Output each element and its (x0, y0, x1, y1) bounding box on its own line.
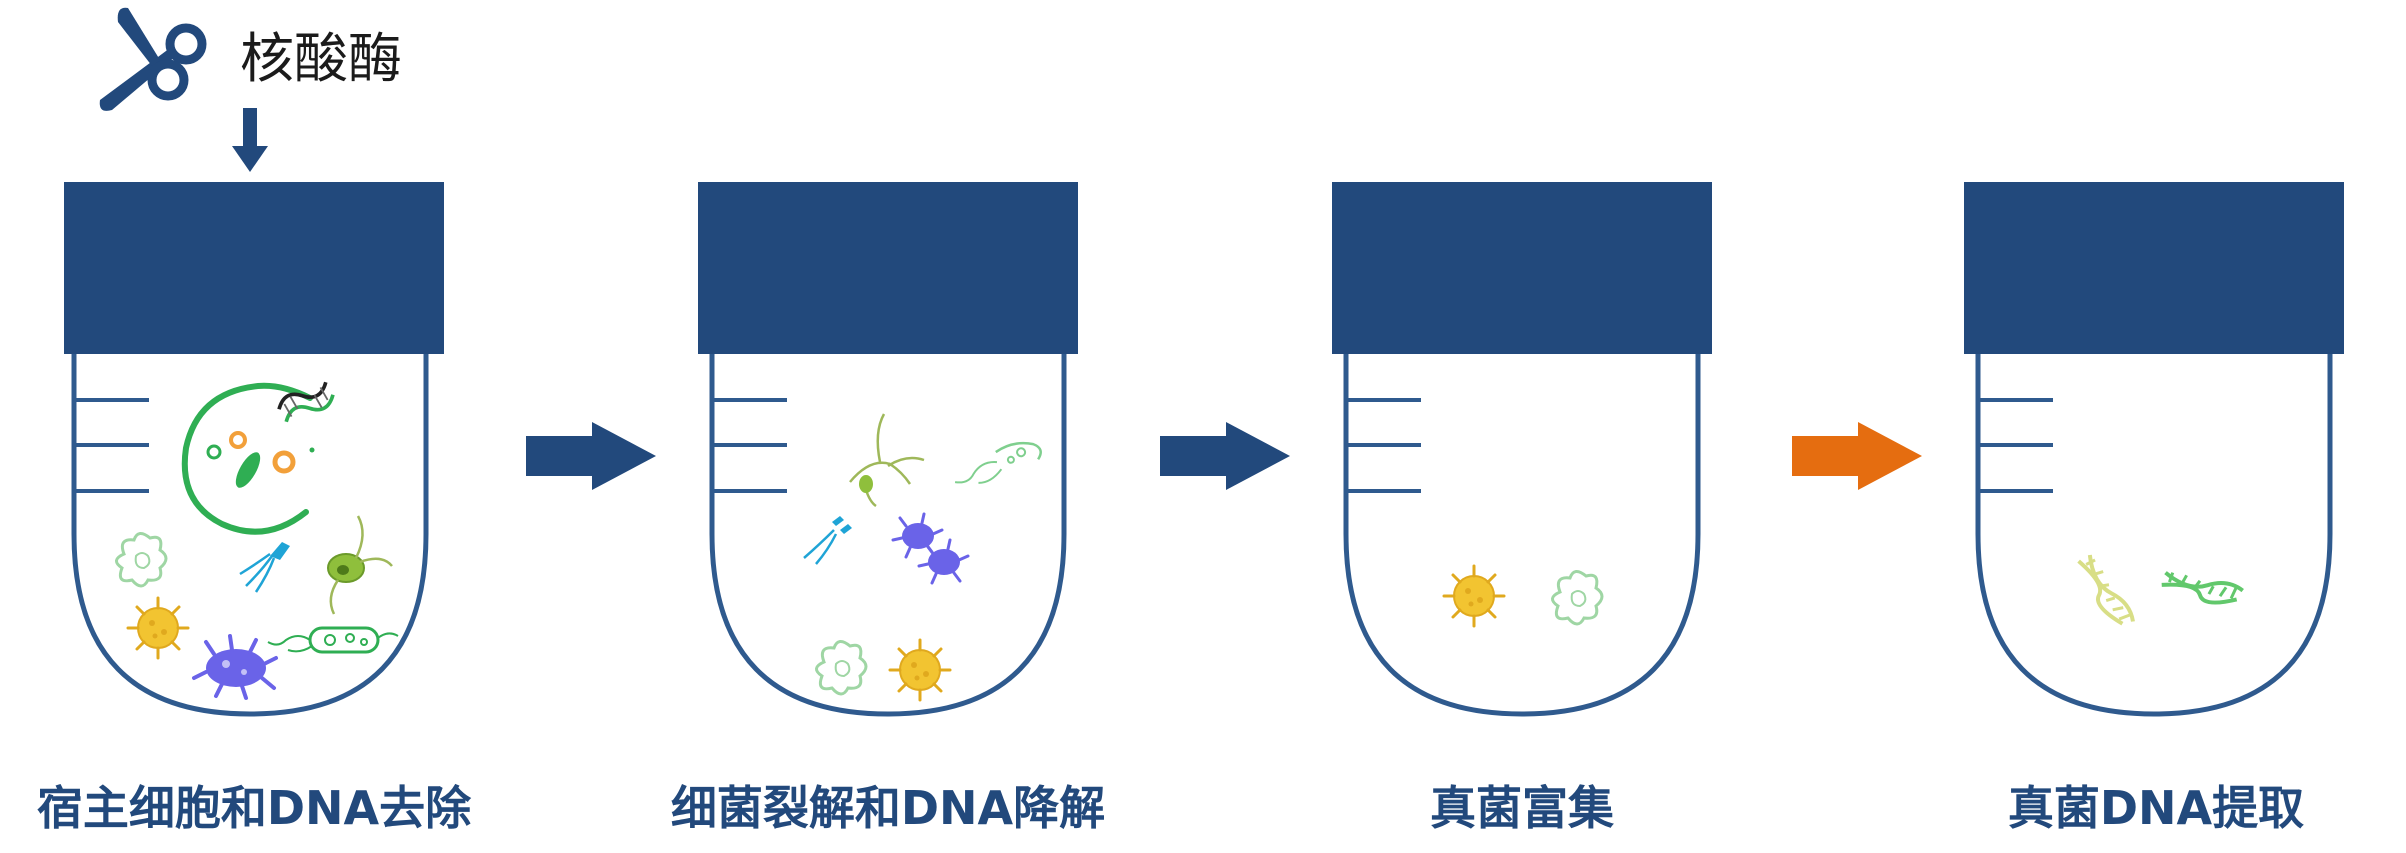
spore-icon-2 (888, 638, 952, 702)
fungal-dna-icon (2067, 551, 2146, 628)
down-arrow-icon (232, 108, 268, 172)
spore-icon (126, 596, 190, 660)
host-dna-icon (277, 381, 335, 423)
tube-cap-4 (1964, 182, 2344, 354)
arrow-2 (1160, 422, 1290, 490)
fungus-icon (114, 531, 168, 588)
step-label-1: 宿主细胞和DNA去除 (36, 781, 472, 835)
step-label-4: 真菌DNA提取 (2007, 781, 2305, 835)
purple-bacterium-icon (192, 634, 278, 700)
tube-3 (1332, 182, 1712, 714)
lysed-protozoa-icon (849, 413, 925, 508)
tube-4 (1964, 182, 2344, 714)
tube-cap-3 (1332, 182, 1712, 354)
step-label-3: 真菌富集 (1430, 781, 1614, 835)
host-cell-icon (181, 382, 315, 535)
fungal-dna-icon-2 (2155, 540, 2247, 632)
tube-2 (698, 182, 1078, 714)
scissors-icon (99, 7, 207, 111)
arrow-1 (526, 422, 656, 490)
lysed-flagellate-icon (803, 516, 852, 565)
enzyme-label: 核酸酶 (240, 27, 402, 90)
protozoa-icon (326, 514, 394, 616)
fungus-icon-2 (814, 639, 868, 696)
fungus-icon-3 (1550, 569, 1604, 626)
purple-fragment-icon-2 (917, 538, 970, 585)
rod-bacterium-icon (266, 626, 400, 654)
arrow-3-highlight (1792, 422, 1922, 490)
purple-fragment-icon (891, 512, 944, 559)
tube-cap-1 (64, 182, 444, 354)
tube-cap-2 (698, 182, 1078, 354)
lysed-rod-icon (954, 441, 1042, 484)
step-label-2: 细菌裂解和DNA降解 (670, 781, 1106, 835)
cyan-flagellate-icon (238, 540, 292, 594)
spore-icon-3 (1442, 564, 1506, 628)
tube-1 (64, 182, 444, 714)
